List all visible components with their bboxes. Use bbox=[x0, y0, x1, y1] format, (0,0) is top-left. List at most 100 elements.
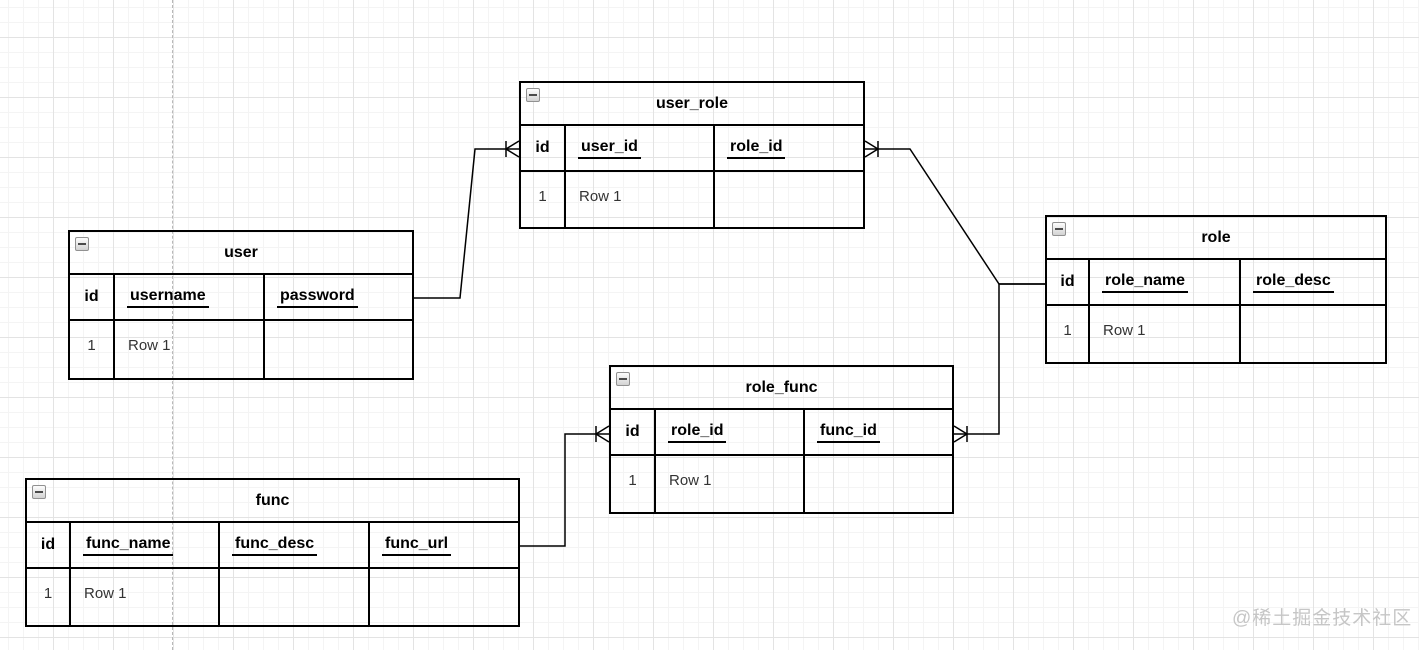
table-title: role_func bbox=[745, 378, 818, 396]
column-header-label: role_id bbox=[668, 422, 727, 443]
table-column-id: id 1 bbox=[70, 275, 115, 378]
column-header-label: id bbox=[40, 536, 56, 553]
collapse-icon[interactable] bbox=[526, 88, 540, 102]
column-header[interactable]: username bbox=[115, 275, 263, 321]
minus-icon bbox=[78, 243, 86, 245]
column-header-label: password bbox=[277, 287, 358, 308]
table-cell[interactable]: 1 bbox=[628, 472, 637, 489]
column-header[interactable]: id bbox=[1047, 260, 1088, 306]
column-header[interactable]: user_id bbox=[566, 126, 713, 172]
table-column-password: password bbox=[265, 275, 412, 378]
column-header[interactable]: func_id bbox=[805, 410, 952, 456]
column-header[interactable]: func_desc bbox=[220, 523, 368, 569]
column-header[interactable]: role_name bbox=[1090, 260, 1239, 306]
table-cell[interactable] bbox=[265, 321, 412, 378]
column-header-label: func_name bbox=[83, 535, 174, 556]
collapse-icon[interactable] bbox=[75, 237, 89, 251]
table-cell[interactable]: Row 1 bbox=[579, 188, 622, 205]
table-cell[interactable]: 1 bbox=[1063, 322, 1072, 339]
table-cell[interactable]: Row 1 bbox=[128, 337, 171, 354]
table-cell[interactable]: Row 1 bbox=[669, 472, 712, 489]
page-boundary-divider bbox=[172, 0, 173, 650]
minus-icon bbox=[1055, 228, 1063, 230]
table-cell[interactable]: 1 bbox=[87, 337, 96, 354]
collapse-icon[interactable] bbox=[616, 372, 630, 386]
table-column-id: id 1 bbox=[27, 523, 71, 625]
column-header[interactable]: id bbox=[70, 275, 113, 321]
column-header-label: user_id bbox=[578, 138, 641, 159]
table-column-id: id 1 bbox=[521, 126, 566, 227]
table-cell[interactable]: 1 bbox=[538, 188, 547, 205]
table-title-bar[interactable]: func bbox=[27, 480, 518, 523]
table-title: user bbox=[224, 243, 258, 261]
column-header[interactable]: func_name bbox=[71, 523, 218, 569]
column-header[interactable]: id bbox=[521, 126, 564, 172]
column-header-label: id bbox=[625, 423, 640, 440]
table-title-bar[interactable]: user_role bbox=[521, 83, 863, 126]
collapse-icon[interactable] bbox=[1052, 222, 1066, 236]
table-cell[interactable] bbox=[370, 569, 518, 625]
column-header-label: func_url bbox=[382, 535, 452, 556]
table-title: role bbox=[1201, 228, 1231, 246]
table-title-bar[interactable]: role_func bbox=[611, 367, 952, 410]
column-header[interactable]: role_id bbox=[715, 126, 863, 172]
table-cell[interactable]: Row 1 bbox=[84, 585, 127, 602]
connection-func-to-role_func[interactable] bbox=[520, 425, 610, 547]
table-title-bar[interactable]: user bbox=[70, 232, 412, 275]
table-cell[interactable]: Row 1 bbox=[1103, 322, 1146, 339]
table-column-func_id: func_id bbox=[805, 410, 952, 512]
table-column-role_id: role_id bbox=[715, 126, 863, 227]
column-header-label: id bbox=[84, 288, 99, 305]
column-header[interactable]: func_url bbox=[370, 523, 518, 569]
table-title: user_role bbox=[655, 94, 729, 112]
column-header-label: role_name bbox=[1102, 272, 1189, 293]
column-header-label: func_desc bbox=[232, 535, 318, 556]
table-cell[interactable] bbox=[220, 569, 368, 625]
watermark: @稀土掘金技术社区 bbox=[1232, 608, 1413, 629]
connection-user-to-user_role[interactable] bbox=[414, 140, 520, 299]
table-cell[interactable] bbox=[1241, 306, 1385, 362]
column-header[interactable]: role_desc bbox=[1241, 260, 1385, 306]
column-header[interactable]: id bbox=[611, 410, 654, 456]
column-header-label: role_desc bbox=[1253, 272, 1334, 293]
table-title: func bbox=[255, 491, 290, 509]
column-header[interactable]: id bbox=[27, 523, 69, 569]
table-cell[interactable]: 1 bbox=[43, 585, 53, 602]
table-title-bar[interactable]: role bbox=[1047, 217, 1385, 260]
connection-role-to-user_role[interactable] bbox=[864, 140, 1045, 285]
column-header-label: role_id bbox=[727, 138, 786, 159]
minus-icon bbox=[619, 378, 627, 380]
column-header-label: id bbox=[1060, 273, 1075, 290]
table-cell[interactable] bbox=[715, 172, 863, 227]
table-column-func_url: func_url bbox=[370, 523, 518, 625]
table-cell[interactable] bbox=[805, 456, 952, 512]
table-column-id: id 1 bbox=[1047, 260, 1090, 362]
column-header[interactable]: password bbox=[265, 275, 412, 321]
table-column-role_desc: role_desc bbox=[1241, 260, 1385, 362]
connection-role-to-role_func[interactable] bbox=[953, 283, 1045, 443]
minus-icon bbox=[35, 491, 43, 493]
column-header-label: id bbox=[535, 139, 550, 156]
column-header-label: username bbox=[127, 287, 209, 308]
column-header[interactable]: role_id bbox=[656, 410, 803, 456]
minus-icon bbox=[529, 94, 537, 96]
column-header-label: func_id bbox=[817, 422, 880, 443]
collapse-icon[interactable] bbox=[32, 485, 46, 499]
